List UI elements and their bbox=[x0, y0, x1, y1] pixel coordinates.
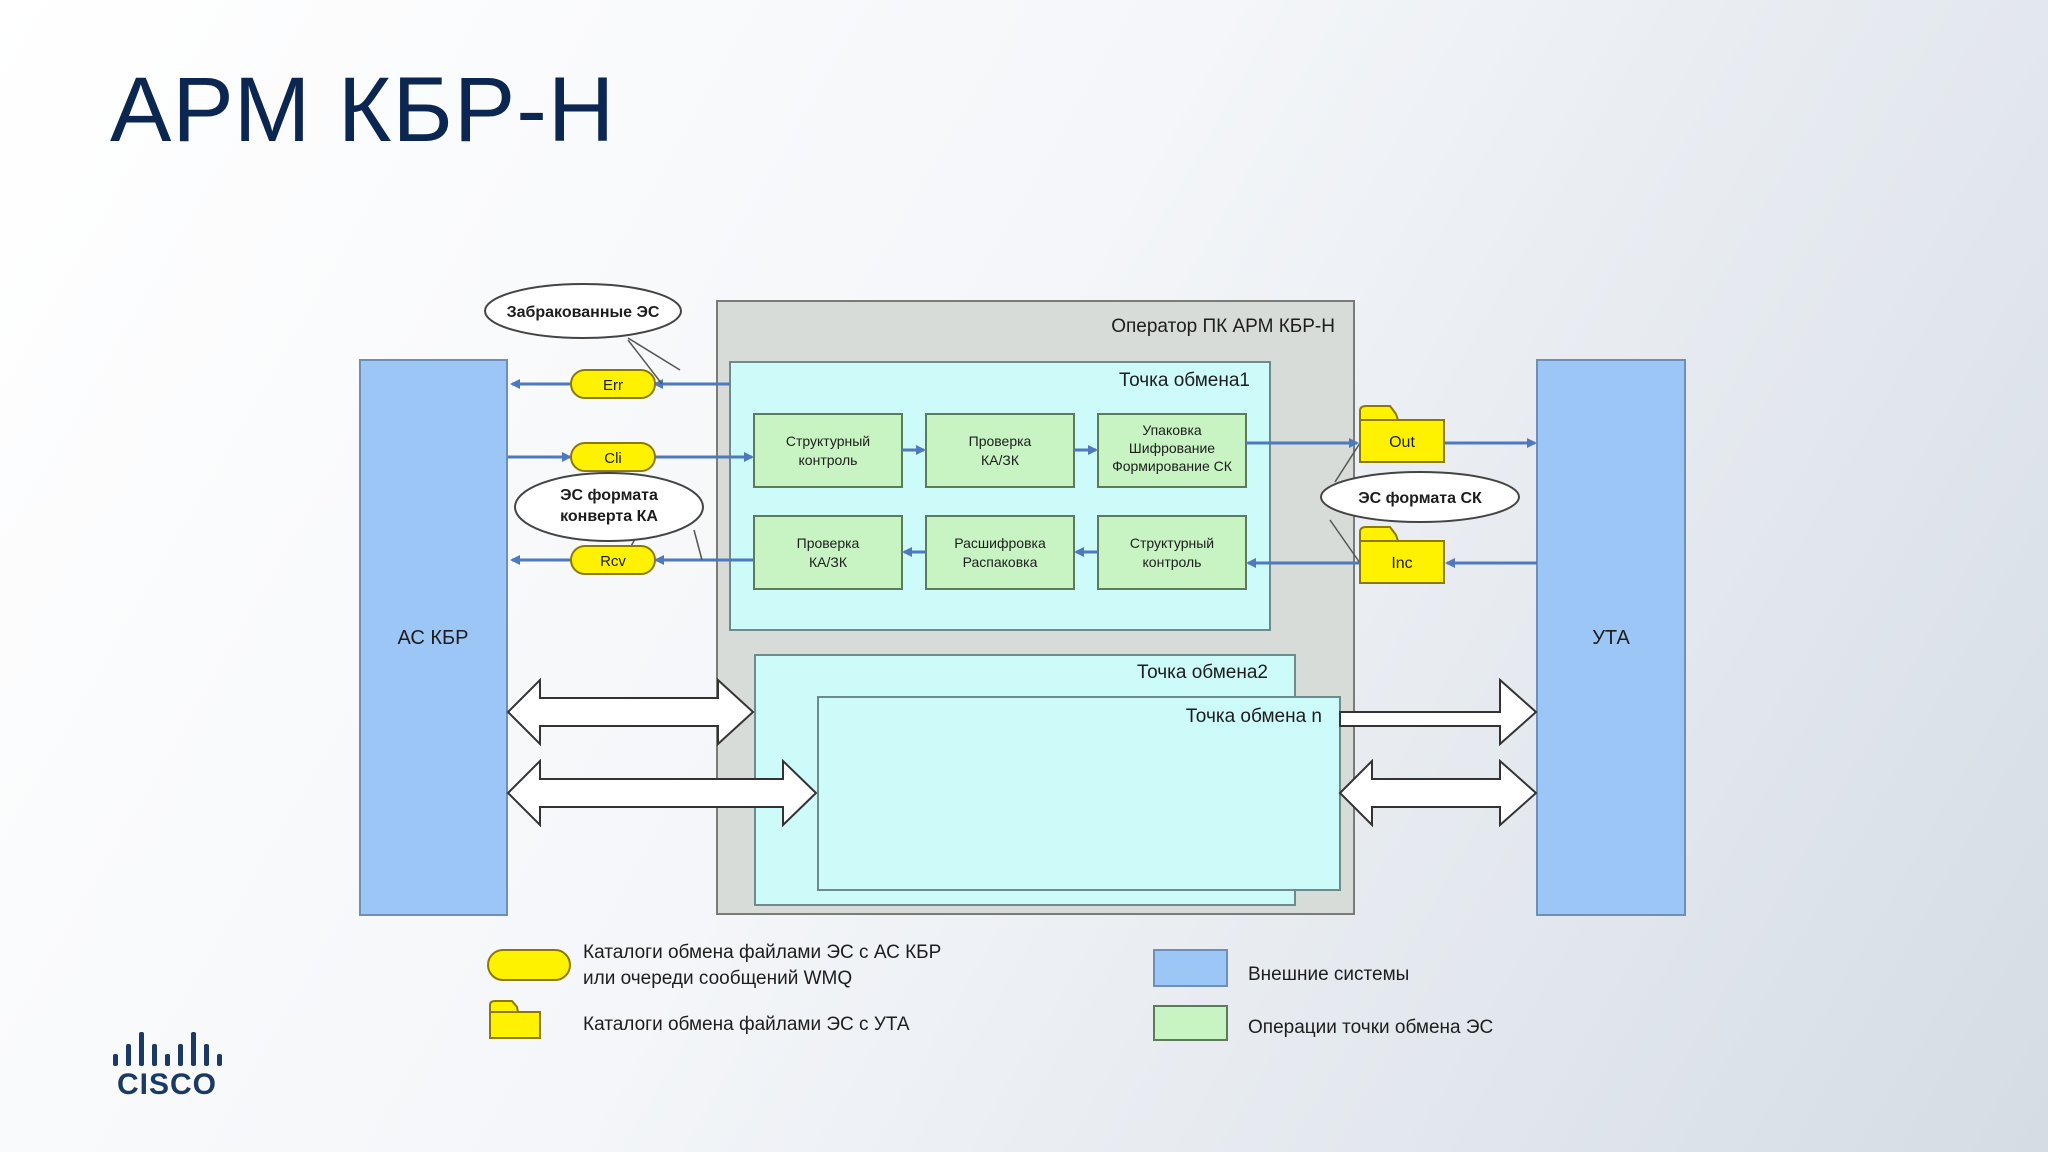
catalog-err: Err bbox=[570, 369, 656, 399]
operation-label-line: контроль bbox=[799, 452, 858, 468]
exchange-point-n-label: Точка обмена n bbox=[1186, 706, 1322, 727]
callout-sk-format-label: ЭС формата СК bbox=[1358, 490, 1482, 507]
legend-exchange-operations: Операции точки обмена ЭС bbox=[1153, 1005, 1493, 1041]
legend-yellow-catalog-line: или очереди сообщений WMQ bbox=[583, 968, 852, 989]
external-system-left-label: АС КБР bbox=[397, 627, 468, 649]
operation-label-line: Упаковка bbox=[1142, 422, 1202, 438]
double-arrow-right-lower bbox=[1338, 758, 1538, 828]
catalog-err-label: Err bbox=[603, 377, 623, 394]
double-arrow-left-lower bbox=[506, 758, 818, 828]
legend-external-systems-label: Внешние системы bbox=[1248, 964, 1409, 985]
catalog-rcv: Rcv bbox=[570, 545, 656, 575]
legend-folder-catalog: Каталоги обмена файлами ЭС с УТА bbox=[489, 1000, 910, 1039]
flow-arrows bbox=[508, 379, 1537, 568]
callout-ka-format-line: ЭС формата bbox=[560, 487, 658, 504]
catalog-rcv-label: Rcv bbox=[600, 553, 626, 570]
operation-label-line: Проверка bbox=[969, 433, 1032, 449]
folder-out-label: Out bbox=[1389, 434, 1415, 451]
operation-label-line: Шифрование bbox=[1129, 440, 1215, 456]
operator-label: Оператор ПК АРМ КБР-Н bbox=[1111, 316, 1335, 337]
folder-inc-label: Inc bbox=[1391, 555, 1412, 572]
operation-check-bottom: Проверка КА/ЗК bbox=[753, 515, 903, 590]
operation-structural-control-top: Структурный контроль bbox=[753, 413, 903, 488]
external-system-right: УТА bbox=[1536, 359, 1686, 916]
legend-yellow-catalog: Каталоги обмена файлами ЭС с АС КБР или … bbox=[487, 942, 941, 989]
legend-exchange-operations-label: Операции точки обмена ЭС bbox=[1248, 1017, 1493, 1038]
callout-sk-format: ЭС формата СК bbox=[1320, 471, 1520, 523]
callout-ka-format-line: конверта КА bbox=[560, 508, 658, 525]
page-title: АРМ КБР-Н bbox=[110, 59, 616, 161]
legend-yellow-catalog-line: Каталоги обмена файлами ЭС с АС КБР bbox=[583, 942, 941, 963]
double-arrow-right-upper bbox=[1339, 677, 1538, 747]
operation-label-line: Структурный bbox=[1130, 535, 1214, 551]
legend-folder-catalog-label: Каталоги обмена файлами ЭС с УТА bbox=[583, 1014, 910, 1035]
operation-label-line: Структурный bbox=[786, 433, 870, 449]
folder-out: Out bbox=[1359, 405, 1445, 463]
operation-decrypt-unpack: Расшифровка Распаковка bbox=[925, 515, 1075, 590]
operation-pack-encrypt: Упаковка Шифрование Формирование СК bbox=[1097, 413, 1247, 488]
legend: Каталоги обмена файлами ЭС с АС КБР или … bbox=[487, 942, 1493, 1041]
operation-label-line: КА/ЗК bbox=[809, 554, 848, 570]
operation-label-line: КА/ЗК bbox=[981, 452, 1020, 468]
cisco-logo-bars bbox=[104, 1032, 230, 1066]
catalog-cli: Cli bbox=[570, 442, 656, 472]
external-system-left: АС КБР bbox=[359, 359, 508, 916]
operation-label-line: Формирование СК bbox=[1112, 458, 1233, 474]
catalog-cli-label: Cli bbox=[604, 450, 622, 467]
operation-label-line: Проверка bbox=[797, 535, 860, 551]
operation-label-line: контроль bbox=[1143, 554, 1202, 570]
legend-external-systems: Внешние системы bbox=[1153, 949, 1409, 987]
block-arrows bbox=[506, 677, 1538, 828]
exchange-point-n: Точка обмена n bbox=[817, 696, 1341, 891]
callout-rejected-label: Забракованные ЭС bbox=[507, 304, 660, 321]
operation-label-line: Распаковка bbox=[963, 554, 1038, 570]
exchange-point-2-label: Точка обмена2 bbox=[1137, 662, 1268, 683]
folder-inc: Inc bbox=[1359, 526, 1445, 584]
cisco-logo: CISCO bbox=[104, 1032, 230, 1104]
cisco-logo-word: CISCO bbox=[116, 1068, 217, 1101]
double-arrow-left-upper bbox=[506, 677, 755, 747]
external-system-right-label: УТА bbox=[1592, 627, 1630, 649]
operation-label-line: Расшифровка bbox=[954, 535, 1046, 551]
operation-structural-control-bottom: Структурный контроль bbox=[1097, 515, 1247, 590]
operation-check-top: Проверка КА/ЗК bbox=[925, 413, 1075, 488]
exchange-point-1-label: Точка обмена1 bbox=[1119, 370, 1250, 391]
callout-rejected: Забракованные ЭС bbox=[484, 283, 682, 339]
callout-ka-format: ЭС формата конверта КА bbox=[514, 472, 704, 542]
